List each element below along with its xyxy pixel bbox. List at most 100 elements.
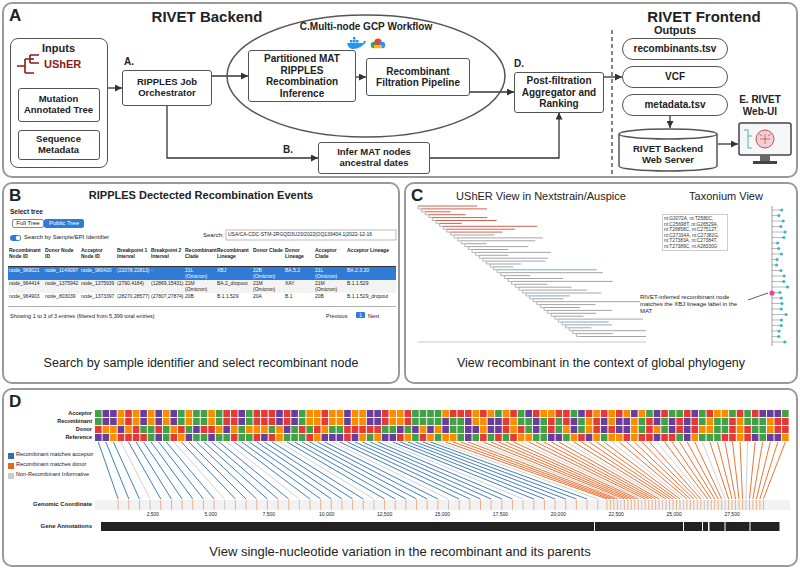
text-label: 15,000 bbox=[428, 512, 458, 518]
connector-arrow bbox=[356, 76, 366, 77]
process-box: Post-filtration Aggregator and Ranking bbox=[514, 72, 604, 113]
text-label: Recombinant Lineage bbox=[217, 248, 251, 260]
text-label: nt:G3072A, nt:T2580C, nt:C25698T, nt:G26… bbox=[662, 214, 728, 251]
toggle-knob bbox=[16, 236, 20, 240]
text-label: (2790,4184) bbox=[117, 281, 149, 287]
taxonium-tree bbox=[772, 206, 789, 346]
process-box: Mutation Annotated Tree bbox=[18, 88, 100, 122]
text-label: BA.2_dropout bbox=[217, 281, 251, 287]
connector-arrow bbox=[212, 75, 248, 76]
text-label: Acceptor Clade bbox=[315, 248, 345, 260]
legend-text: Recombinant matches donor bbox=[16, 461, 95, 467]
box-label: recombinants.tsv bbox=[634, 43, 717, 55]
text-label: 17,500 bbox=[485, 512, 515, 518]
text-label: A. bbox=[124, 56, 144, 68]
connector-arrow bbox=[669, 116, 670, 128]
node-heading: View recombinant in the context of globa… bbox=[406, 356, 796, 370]
text-label: B.1.1.529 bbox=[347, 281, 395, 287]
nucleotide-grid bbox=[95, 410, 789, 441]
text-label: Donor Node ID bbox=[45, 248, 79, 260]
text-label: 1 bbox=[356, 312, 365, 318]
text-label: node_1375939 bbox=[81, 281, 115, 287]
connector-arrow bbox=[604, 76, 622, 77]
toggle-switch bbox=[10, 235, 21, 241]
text-label: Recombinant bbox=[20, 418, 92, 424]
node-heading: Inputs bbox=[11, 42, 106, 55]
cloud-icon bbox=[371, 38, 385, 48]
text-label: Acceptor bbox=[20, 410, 92, 416]
usher-logo bbox=[17, 55, 39, 73]
text-label: (28270,28577) bbox=[117, 294, 149, 300]
text-label: 12,500 bbox=[370, 512, 400, 518]
text-label: B.1.1.529_dropout bbox=[347, 294, 395, 300]
connector-arrow bbox=[167, 106, 318, 158]
text-label: 20B bbox=[185, 294, 215, 300]
node-heading: RIPPLES Dectected Recombination Events bbox=[4, 189, 398, 202]
text-label: RIVET-inferred recombinant node matches … bbox=[640, 294, 748, 315]
workflow-ellipse: C.Multi-node GCP WorkflowPartitioned MAT… bbox=[226, 14, 506, 138]
text-label: - bbox=[151, 268, 183, 274]
box-label: RIPPLES Job Orchestrator bbox=[127, 77, 207, 99]
server-cylinder: RIVET Backend Web Server bbox=[618, 128, 718, 172]
box-label: Sequence Metadata bbox=[23, 134, 95, 156]
process-box: Infer MAT nodes ancestral dates bbox=[318, 142, 430, 174]
text-label: 7,500 bbox=[254, 512, 284, 518]
output-file: metadata.tsv bbox=[622, 94, 728, 116]
text-label: XAY bbox=[285, 281, 313, 287]
text-label: node_803039 bbox=[45, 294, 79, 300]
text-label: 20A bbox=[253, 294, 283, 300]
genome-axis bbox=[95, 500, 790, 510]
table-header-rule bbox=[8, 266, 396, 267]
legend-swatch bbox=[8, 463, 14, 469]
legend-text: Recombinant matches acceptor bbox=[16, 451, 95, 457]
site-lines bbox=[98, 442, 785, 499]
connector-arrow bbox=[470, 91, 514, 92]
panel-letter: D bbox=[9, 392, 29, 412]
text-label: 21L (Omicron) bbox=[315, 268, 345, 280]
text-label: 20B bbox=[315, 294, 345, 300]
panel-letter: B bbox=[9, 186, 29, 206]
search-field bbox=[226, 230, 396, 240]
text-label: Breakpoint 2 Interval bbox=[151, 248, 183, 260]
text-label: 20,000 bbox=[543, 512, 573, 518]
process-box: Partitioned MAT RIPPLES Recombination In… bbox=[248, 50, 356, 102]
text-label: Donor Lineage bbox=[285, 248, 313, 260]
divider-line bbox=[611, 30, 612, 176]
text-label: 10,000 bbox=[312, 512, 342, 518]
box-label: Post-filtration Aggregator and Ranking bbox=[519, 75, 599, 110]
process-box: Sequence Metadata bbox=[18, 130, 100, 160]
process-box: RIPPLES Job Orchestrator bbox=[122, 70, 212, 106]
text-label: BA.5.2 bbox=[285, 268, 313, 274]
box-label: metadata.tsv bbox=[644, 99, 705, 111]
panel-letter: C bbox=[411, 186, 431, 206]
connector-arrow bbox=[108, 87, 122, 88]
text-label: node_969021 bbox=[9, 268, 43, 274]
text-label: Select tree bbox=[10, 208, 70, 215]
text-label: 2,500 bbox=[138, 512, 168, 518]
monitor-icon bbox=[738, 122, 792, 166]
node-heading: C.Multi-node GCP Workflow bbox=[281, 21, 451, 33]
box-label: Partitioned MAT RIPPLES Recombination In… bbox=[253, 53, 351, 99]
text-label: 22B (Omicron) bbox=[253, 268, 283, 280]
box-label: VCF bbox=[665, 71, 685, 83]
text-label: UShER bbox=[44, 58, 104, 71]
text-label: Search by Sample/EPI Identifier bbox=[24, 234, 144, 241]
text-label: XBJ bbox=[217, 268, 251, 274]
text-label: Recombinant Clade bbox=[185, 248, 215, 260]
text-label: node_980420 bbox=[81, 268, 115, 274]
text-label: node_964414 bbox=[9, 281, 43, 287]
output-file: VCF bbox=[622, 66, 728, 88]
text-label: BA.2.3.20 bbox=[347, 268, 395, 274]
box-label: RIVET Backend Web Server bbox=[622, 144, 714, 166]
text-label: Donor bbox=[20, 426, 92, 432]
text-label: (27807,27874) bbox=[151, 294, 183, 300]
text-label: 5,000 bbox=[196, 512, 226, 518]
table-rule bbox=[8, 306, 396, 307]
web-ui-monitor: E. RIVET Web-UI bbox=[738, 122, 792, 166]
node-heading: Search by sample identifier and select r… bbox=[4, 356, 398, 370]
figure-panel: CUShER View in Nextstrain/AuspiceTaxoniu… bbox=[404, 182, 798, 384]
text-label: B. bbox=[283, 144, 303, 156]
recombinant-node-dot bbox=[769, 290, 774, 295]
text-label: node_964903 bbox=[9, 294, 43, 300]
